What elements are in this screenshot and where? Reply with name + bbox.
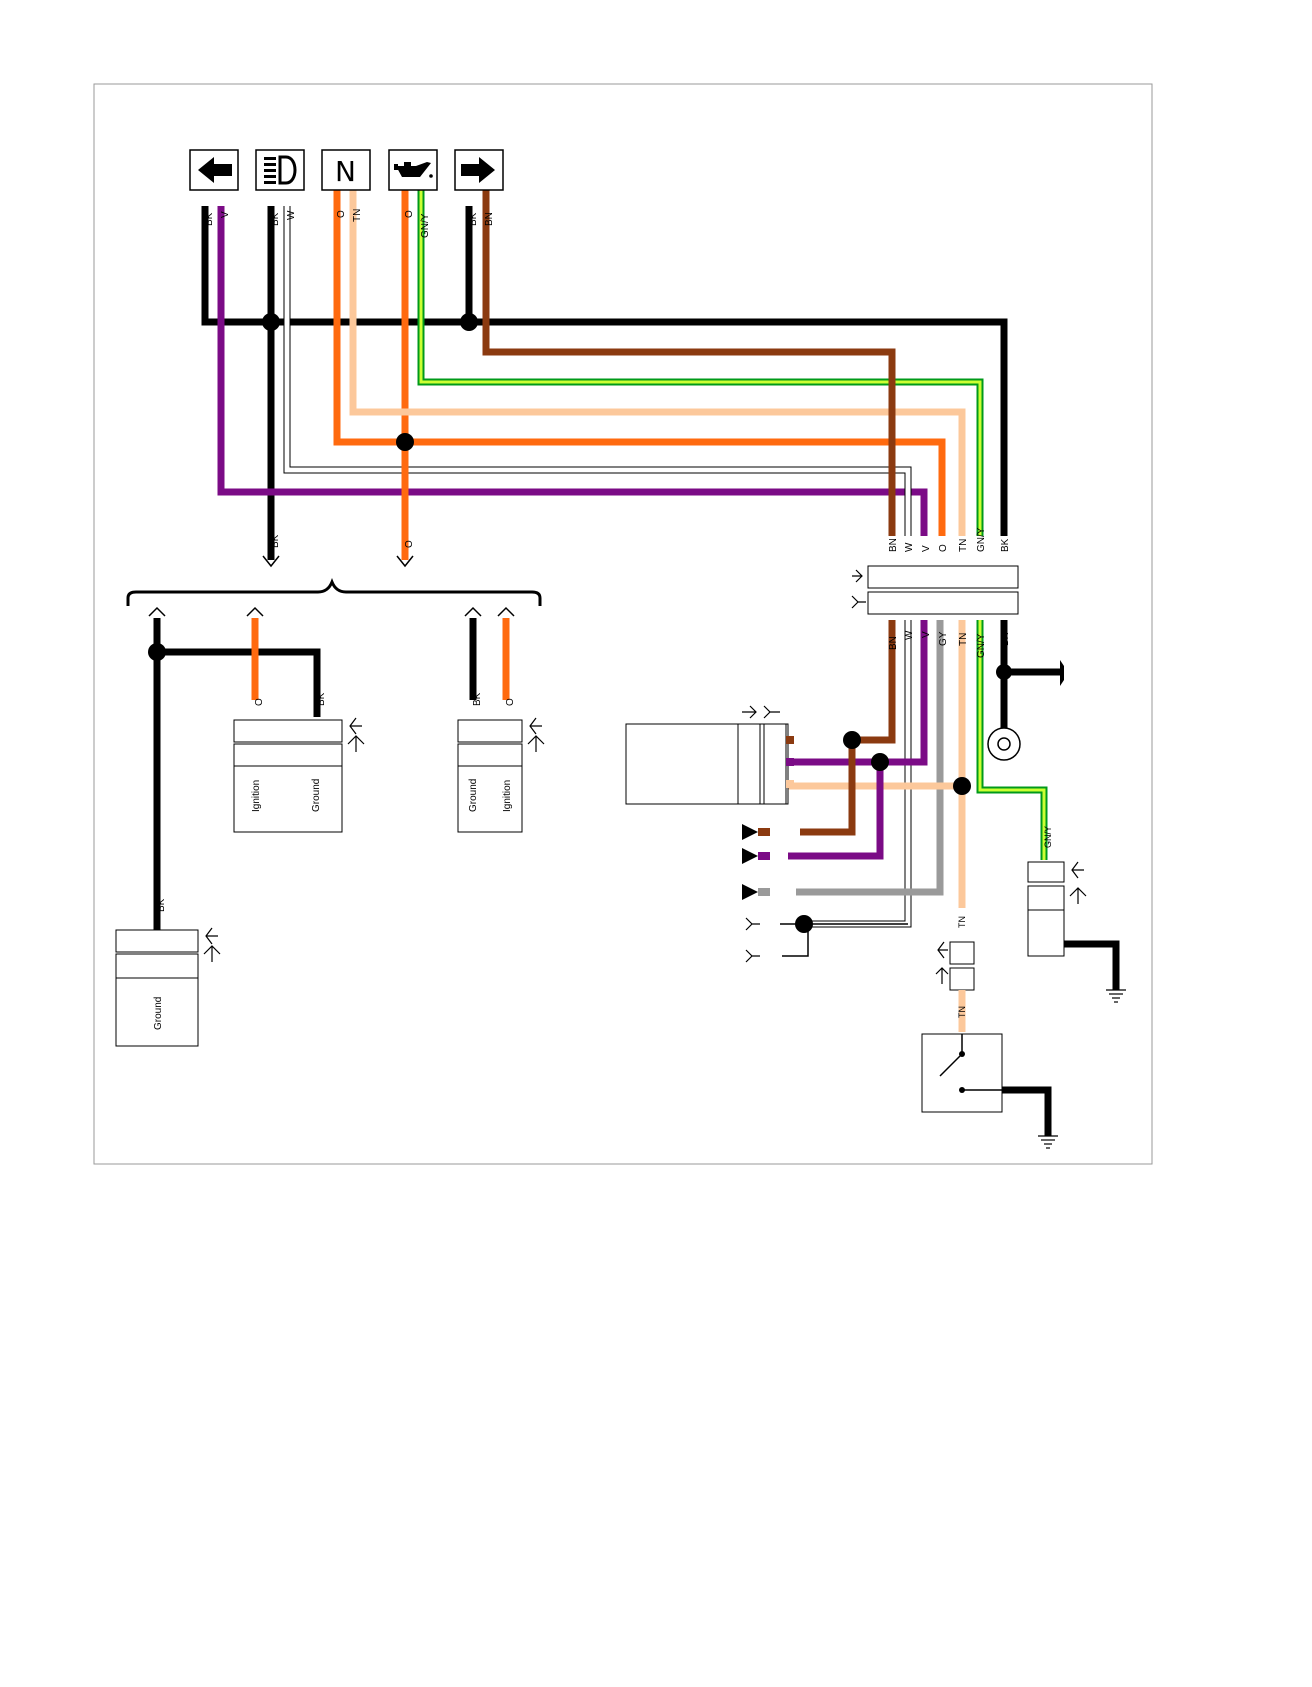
svg-text:V: V bbox=[220, 211, 231, 218]
wire-runs bbox=[201, 190, 1008, 560]
bullet-terminals bbox=[742, 824, 770, 963]
svg-text:V: V bbox=[921, 631, 932, 638]
ground-icon bbox=[1038, 1135, 1058, 1149]
headlamp-icon bbox=[264, 155, 297, 185]
ring-terminal bbox=[987, 676, 1021, 761]
svg-text:W: W bbox=[904, 542, 915, 552]
svg-text:BN: BN bbox=[484, 212, 495, 226]
svg-text:TN: TN bbox=[958, 633, 969, 646]
svg-text:TN: TN bbox=[957, 916, 967, 928]
diagram-frame bbox=[93, 83, 1153, 1165]
svg-text:GY: GY bbox=[938, 631, 949, 646]
svg-text:BK: BK bbox=[472, 692, 483, 706]
indicator-high-beam bbox=[255, 149, 305, 191]
svg-text:Ignition: Ignition bbox=[251, 780, 262, 812]
svg-text:O: O bbox=[505, 698, 516, 706]
svg-text:Ground: Ground bbox=[468, 779, 479, 812]
module-a: Ignition Ground bbox=[233, 717, 365, 833]
svg-text:TN: TN bbox=[958, 539, 969, 552]
oil-can-icon bbox=[394, 162, 433, 178]
wire-bk-trunk bbox=[201, 206, 1008, 536]
indicator-row: N bbox=[189, 149, 504, 191]
gny-connector: GN/Y bbox=[1027, 826, 1126, 1003]
svg-text:O: O bbox=[336, 210, 347, 218]
neutral-icon: N bbox=[335, 155, 356, 188]
svg-text:BK: BK bbox=[1000, 538, 1011, 552]
svg-text:GN/Y: GN/Y bbox=[420, 213, 431, 238]
wire-bn bbox=[482, 190, 896, 536]
svg-text:GN/Y: GN/Y bbox=[976, 633, 987, 658]
svg-text:BK: BK bbox=[204, 212, 215, 226]
svg-text:BK: BK bbox=[156, 898, 167, 912]
wire-tn bbox=[349, 190, 966, 536]
module-b: Ground Ignition bbox=[457, 717, 545, 833]
svg-text:O: O bbox=[404, 210, 415, 218]
svg-text:BK: BK bbox=[468, 212, 479, 226]
svg-text:GN/Y: GN/Y bbox=[1043, 826, 1053, 848]
svg-text:W: W bbox=[286, 210, 297, 220]
module-a-wire-labels: O BK BK O bbox=[254, 692, 516, 706]
svg-text:TN: TN bbox=[352, 209, 363, 222]
arrow-right-icon bbox=[461, 157, 495, 183]
module-c: BK Ground bbox=[115, 898, 221, 1047]
svg-text:BK: BK bbox=[316, 692, 327, 706]
svg-text:Ground: Ground bbox=[153, 997, 164, 1030]
svg-text:W: W bbox=[904, 630, 915, 640]
left-component bbox=[625, 705, 794, 805]
lower-harness bbox=[780, 620, 1064, 957]
svg-text:O: O bbox=[938, 544, 949, 552]
splice-dots bbox=[262, 313, 478, 451]
wire-v bbox=[217, 206, 928, 536]
arrow-left-icon bbox=[198, 157, 232, 183]
svg-text:BK: BK bbox=[270, 534, 281, 548]
indicator-left-turn bbox=[189, 149, 239, 191]
svg-text:BN: BN bbox=[888, 636, 899, 650]
svg-text:O: O bbox=[254, 698, 265, 706]
wire-o-neutral bbox=[333, 190, 946, 536]
wire-w bbox=[283, 206, 912, 536]
svg-text:V: V bbox=[921, 545, 932, 552]
tn-connector-switch: TN TN bbox=[921, 916, 1058, 1149]
indicator-wire-labels: BK V BK W O TN O GN/Y BK BN bbox=[204, 209, 495, 238]
connector-bottom-labels: BN W V GY TN GN/Y BK bbox=[888, 630, 1011, 658]
svg-text:TN: TN bbox=[957, 1006, 967, 1018]
svg-text:BK: BK bbox=[270, 212, 281, 226]
svg-text:O: O bbox=[404, 540, 415, 548]
svg-text:GN/Y: GN/Y bbox=[976, 527, 987, 552]
svg-text:BK: BK bbox=[1000, 632, 1011, 646]
svg-text:Ground: Ground bbox=[311, 779, 322, 812]
ground-icon bbox=[1106, 989, 1126, 1003]
svg-text:Ignition: Ignition bbox=[502, 780, 513, 812]
wire-gny bbox=[417, 190, 984, 536]
svg-text:BN: BN bbox=[888, 538, 899, 552]
indicator-neutral: N bbox=[321, 149, 371, 191]
harness-drop-terminals: BK O bbox=[262, 534, 415, 568]
lower-splices bbox=[795, 664, 1012, 933]
indicator-oil-pressure bbox=[388, 149, 438, 191]
main-connector bbox=[851, 565, 1019, 615]
left-module-wiring bbox=[148, 606, 515, 930]
harness-brace bbox=[126, 577, 542, 606]
indicator-right-turn bbox=[454, 149, 504, 191]
connector-top-labels: BN W V O TN GN/Y BK bbox=[888, 527, 1011, 552]
